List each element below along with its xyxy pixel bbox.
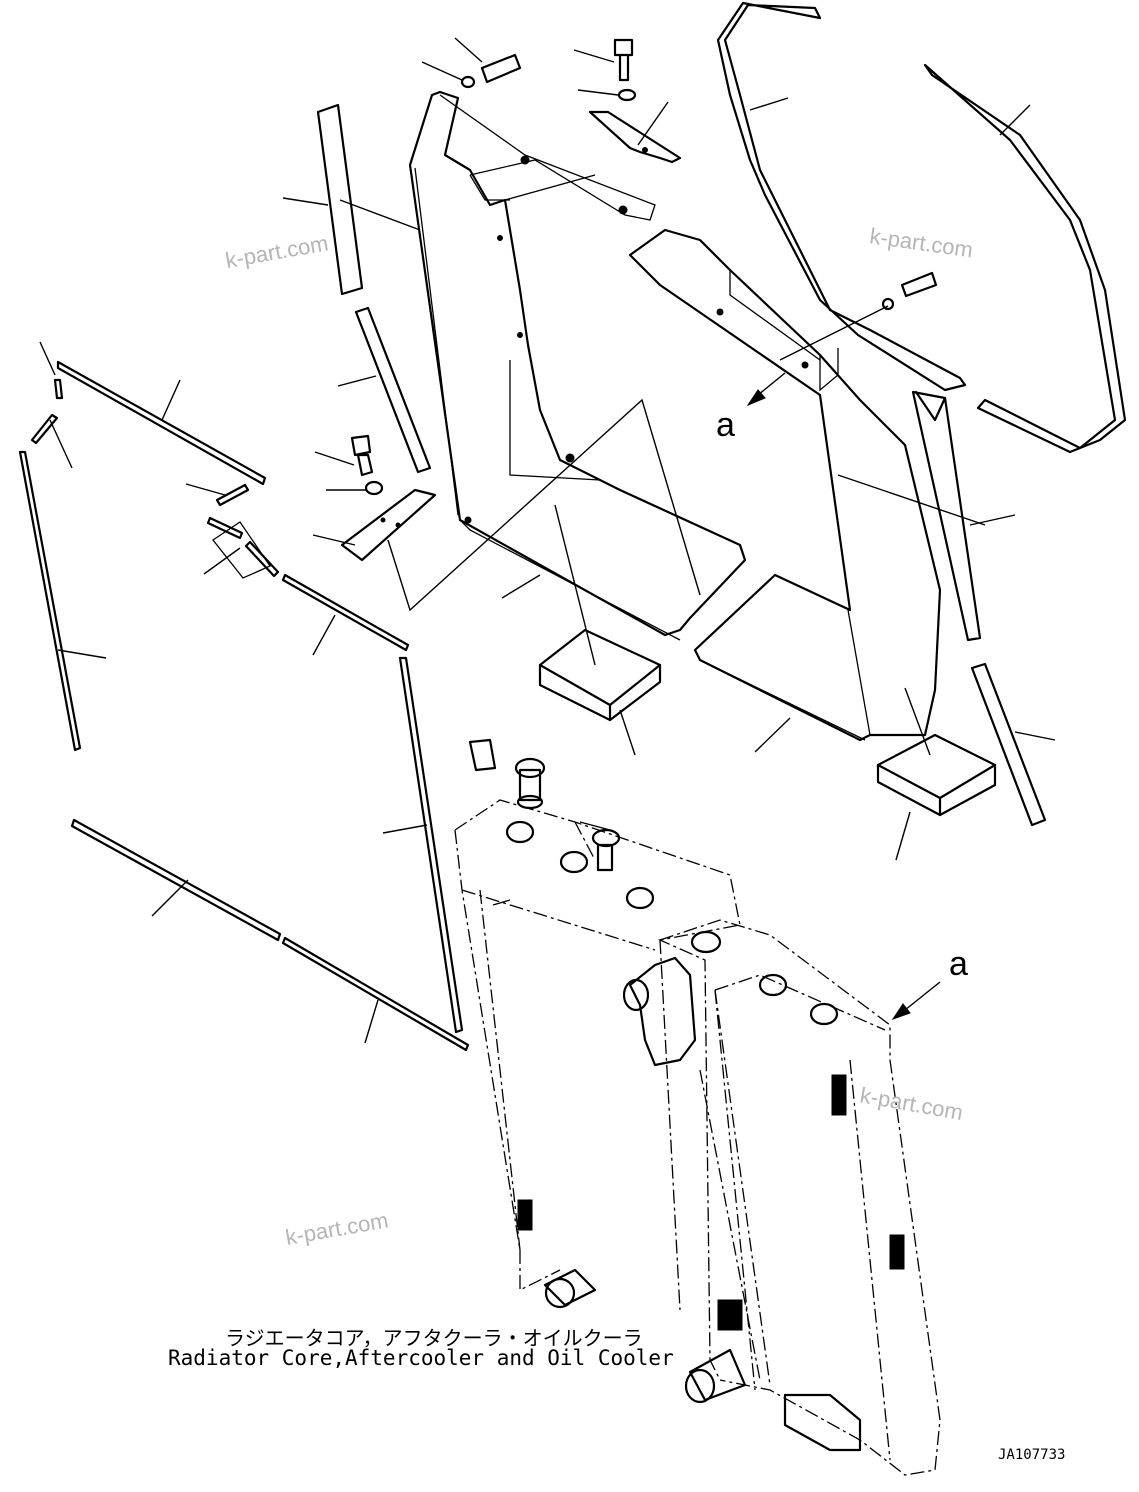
- drawing-number: JA107733: [998, 1447, 1066, 1463]
- diagram-caption-japanese: ラジエータコア，アフタクーラ・オイルクーラ: [225, 1326, 643, 1350]
- top-bracket: [588, 110, 682, 164]
- seal-strips: [316, 1, 1127, 827]
- diagram-caption-english: Radiator Core,Aftercooler and Oil Cooler: [168, 1346, 674, 1370]
- view-label-a: a: [716, 406, 735, 444]
- left-seal-frame: [18, 360, 470, 1052]
- leader-lines: [39, 37, 1056, 1044]
- shroud-frame: [408, 90, 942, 742]
- radiator-core-assembly: [454, 738, 941, 1476]
- foam-pads: [538, 628, 997, 817]
- view-label-a: a: [949, 945, 968, 983]
- small-plate: [340, 488, 437, 562]
- bolt-set: [350, 38, 938, 496]
